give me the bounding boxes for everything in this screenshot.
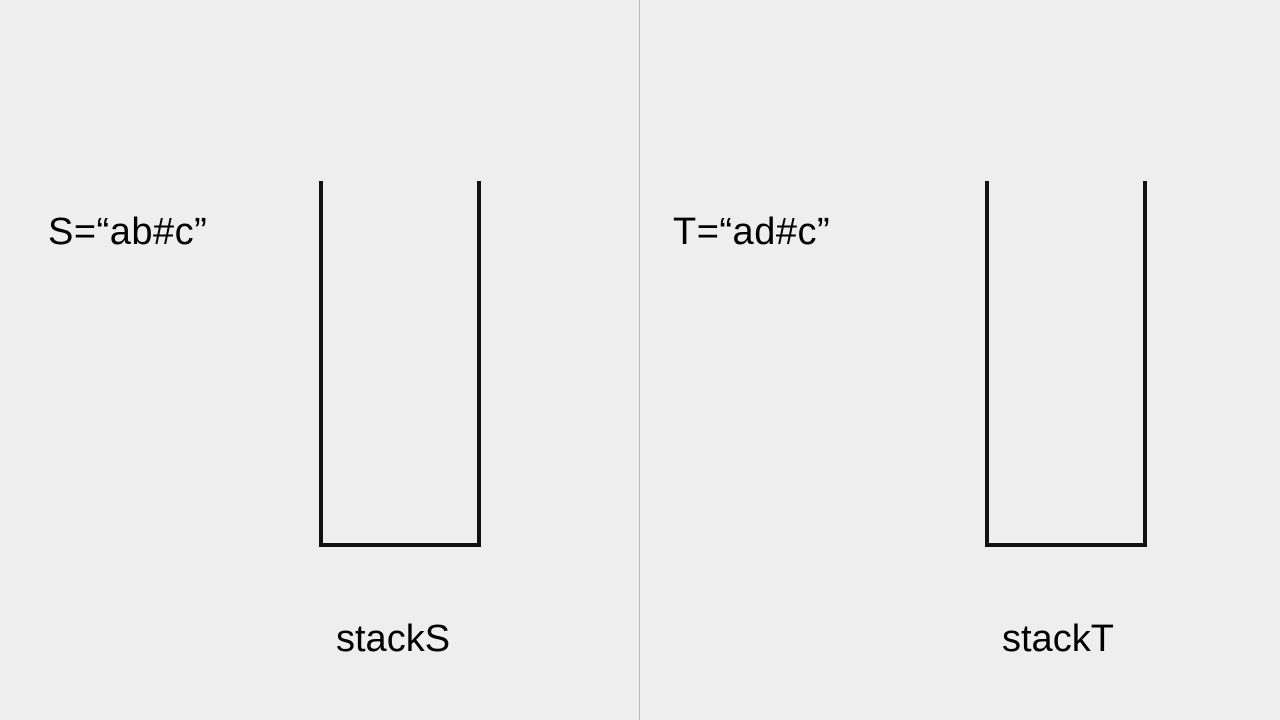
stack-t-container (985, 181, 1147, 547)
stack-t-label: stackT (1002, 618, 1114, 660)
string-s-expression: S=“ab#c” (48, 211, 208, 253)
string-t-expression: T=“ad#c” (673, 211, 831, 253)
stack-s-container (319, 181, 481, 547)
stack-s-label: stackS (336, 618, 451, 660)
panel-divider (639, 0, 640, 720)
